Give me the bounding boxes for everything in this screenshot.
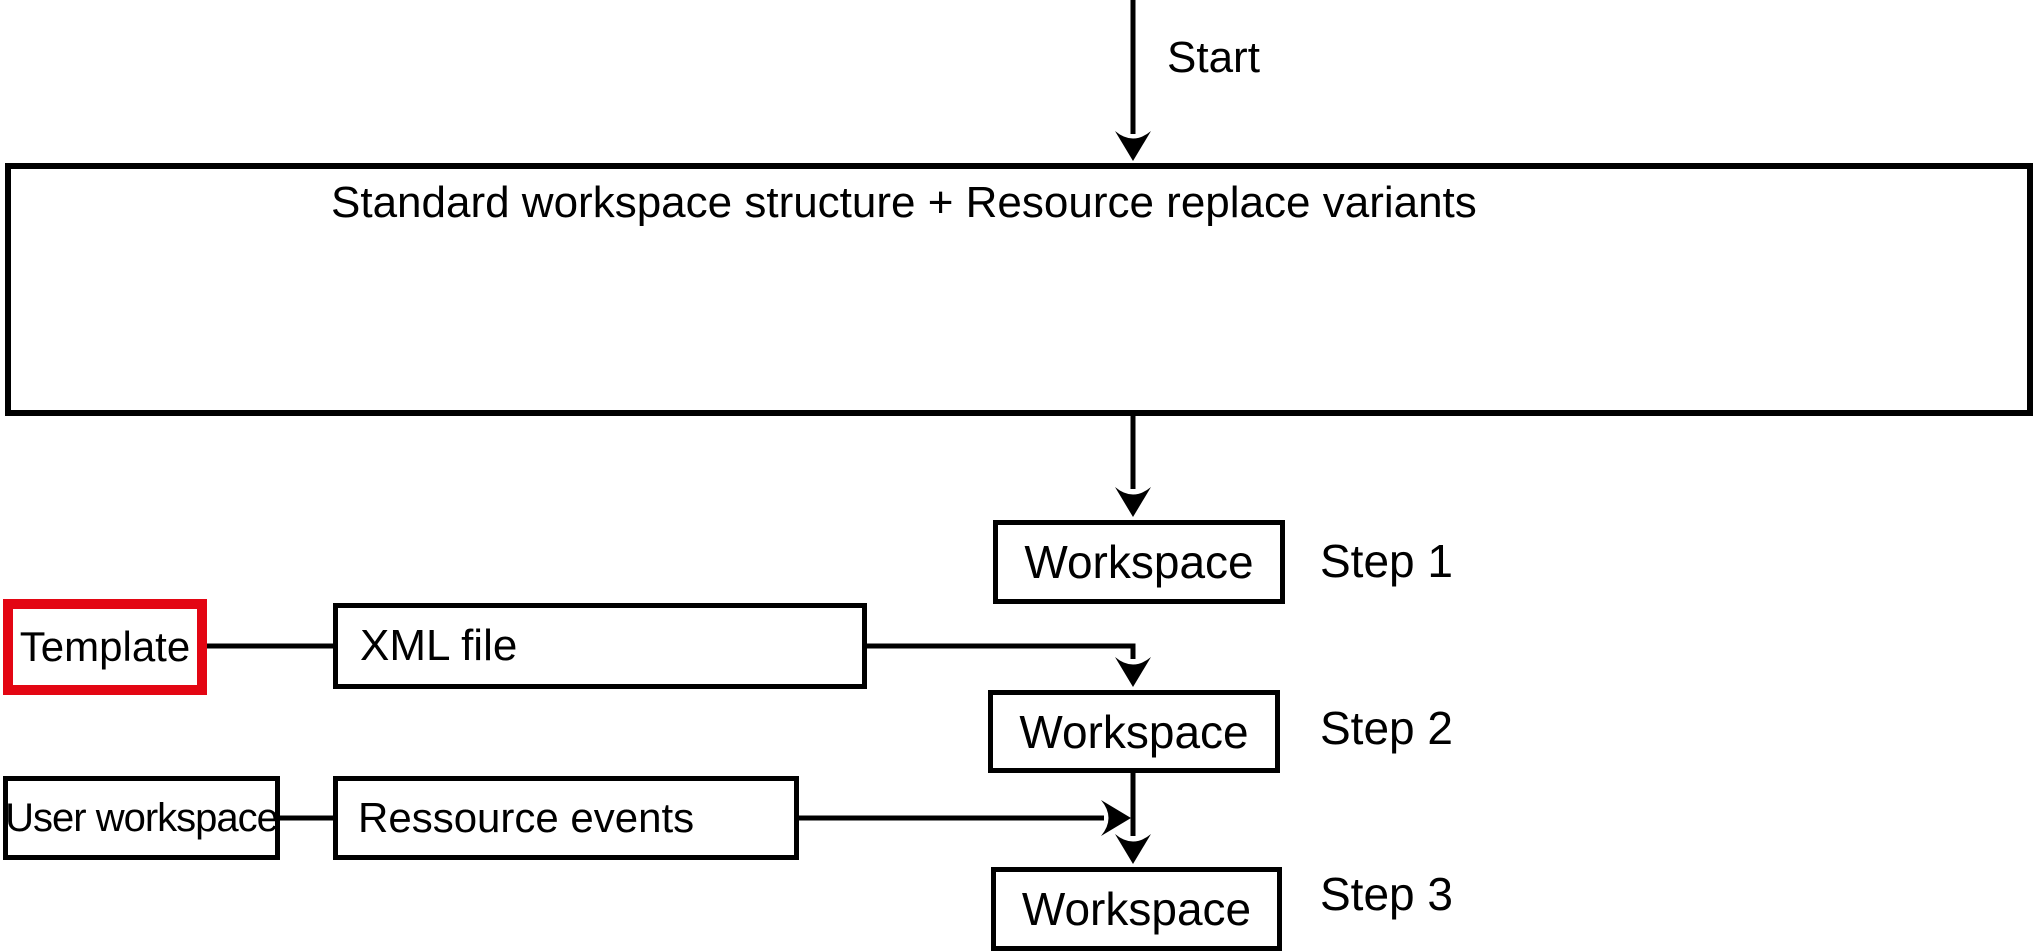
- main-box: Standard workspace structure + Resource …: [5, 163, 2033, 416]
- junction-arrowhead-right: [1101, 800, 1131, 836]
- step2-arrowhead-down: [1115, 657, 1151, 687]
- workspace-step1-box: Workspace: [993, 520, 1285, 604]
- xml-file-box: XML file: [333, 603, 867, 689]
- template-label: Template: [19, 623, 191, 670]
- xml-to-step2-line: [865, 643, 1136, 659]
- step1-arrowhead-down: [1115, 487, 1151, 517]
- step2-label: Step 2: [1320, 702, 1453, 754]
- start-arrowhead-down: [1115, 131, 1151, 161]
- template-box: Template: [3, 599, 207, 695]
- workspace-step1-label: Workspace: [1024, 536, 1254, 588]
- ressource-events-box: Ressource events: [333, 776, 799, 860]
- step3-arrowhead-down: [1115, 834, 1151, 864]
- start-label: Start: [1167, 33, 1260, 82]
- step1-label: Step 1: [1320, 535, 1453, 587]
- workspace-step2-box: Workspace: [988, 690, 1280, 773]
- workspace-step3-label: Workspace: [1021, 883, 1252, 935]
- user-workspace-box: User workspace: [3, 776, 280, 860]
- workspace-step3-box: Workspace: [991, 867, 1282, 951]
- user-workspace-label: User workspace: [5, 795, 279, 840]
- step3-label: Step 3: [1320, 868, 1453, 920]
- workspace-step2-label: Workspace: [1019, 705, 1249, 758]
- ressource-events-label: Ressource events: [358, 794, 695, 841]
- xml-file-label: XML file: [360, 621, 518, 670]
- main-box-label: Standard workspace structure + Resource …: [331, 178, 1477, 227]
